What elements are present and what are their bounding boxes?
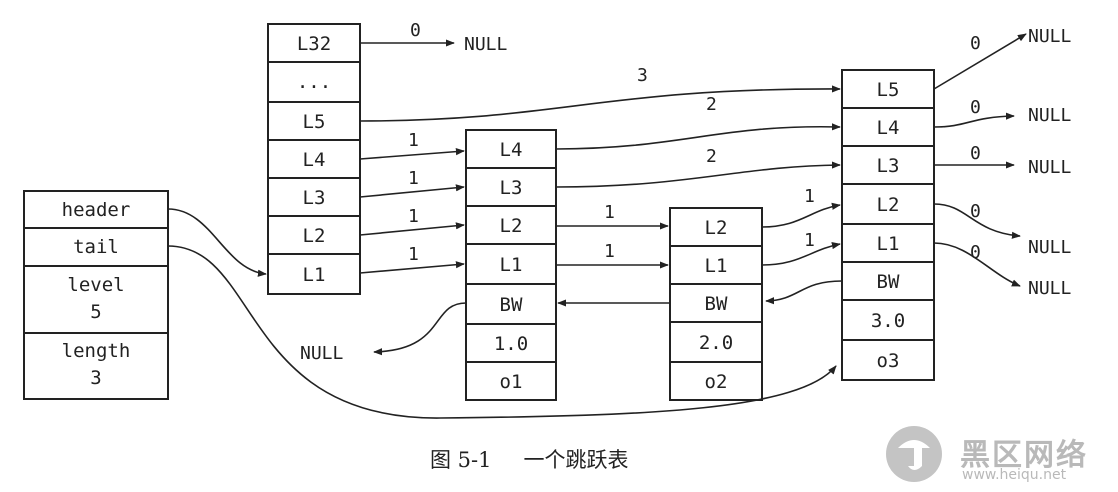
node3-level-l4: L4 (877, 117, 900, 139)
header-level-ellipsis: ... (297, 71, 331, 93)
node3-level-l3: L3 (877, 155, 900, 177)
span-label-node3-l1: 0 (970, 242, 981, 263)
watermark-url: www.heiqu.net (962, 467, 1067, 483)
header-level-l32: L32 (297, 33, 331, 55)
node1-l3-arrow (555, 161, 841, 188)
span-label-node2-l2: 1 (804, 186, 815, 207)
span-label-node3-l3: 0 (970, 143, 981, 164)
node2-level-l1: L1 (705, 255, 728, 277)
node3-backward: BW (877, 271, 900, 293)
node3-level-l1: L1 (877, 233, 900, 255)
null-label-n3-l2: NULL (1028, 237, 1072, 258)
list-level-value: 5 (90, 301, 101, 323)
list-header-field: header (62, 199, 131, 221)
list-length-field: length (62, 340, 131, 362)
span-label-node3-l4: 0 (970, 97, 981, 118)
node2-obj: o2 (705, 371, 728, 393)
null-label-n3-l5: NULL (1028, 26, 1072, 47)
list-tail-field: tail (73, 236, 119, 258)
span-label-header-l4: 1 (408, 130, 419, 151)
node3-level-l5: L5 (877, 79, 900, 101)
null-label-l32: NULL (464, 34, 508, 55)
node3-score: 3.0 (871, 310, 905, 332)
span-label-node1-l2: 1 (604, 202, 615, 223)
watermark-name: 黑区网络 (960, 438, 1088, 473)
node3-obj: o3 (877, 350, 900, 372)
node1-backward: BW (500, 294, 523, 316)
tail-pointer-arrow (167, 245, 837, 419)
header-level-l4: L4 (303, 149, 326, 171)
node1-obj: o1 (500, 371, 523, 393)
span-label-header-l1: 1 (408, 244, 419, 265)
node1-level-l3: L3 (500, 177, 523, 199)
node2-backward: BW (705, 293, 728, 315)
header-level-l2: L2 (303, 225, 326, 247)
node3-l1-null-arrow (933, 242, 1021, 287)
node2-score: 2.0 (699, 332, 733, 354)
span-label-node1-l1: 1 (604, 241, 615, 262)
span-label-header-l2: 1 (408, 206, 419, 227)
node1-level-l2: L2 (500, 215, 523, 237)
span-label-node1-l3: 2 (706, 146, 717, 167)
header-l5-arrow (359, 85, 841, 122)
span-label-node2-l1: 1 (804, 230, 815, 251)
watermark-logo-icon (886, 426, 942, 482)
null-label-n3-l3: NULL (1028, 157, 1072, 178)
span-label-node3-l5: 0 (970, 33, 981, 54)
header-pointer-arrow (167, 208, 267, 277)
span-label-node3-l2: 0 (970, 201, 981, 222)
node1-l4-arrow (555, 123, 841, 150)
header-l1-arrow (359, 261, 465, 274)
node3-backward-arrow (765, 280, 843, 305)
node2-level-l2: L2 (705, 217, 728, 239)
null-label-n3-l4: NULL (1028, 105, 1072, 126)
list-level-field: level (67, 274, 124, 296)
null-label-n3-l1: NULL (1028, 278, 1072, 299)
header-l2-arrow (359, 222, 465, 236)
figure-caption: 图 5-1 一个跳跃表 (430, 444, 629, 474)
null-label-backward: NULL (300, 343, 344, 364)
header-level-l3: L3 (303, 187, 326, 209)
span-label-l32: 0 (410, 20, 421, 41)
header-l3-arrow (359, 184, 465, 198)
list-struct (23, 190, 169, 400)
span-label-header-l3: 1 (408, 168, 419, 189)
node3-l5-null-arrow (933, 33, 1027, 90)
header-l4-arrow (359, 148, 465, 160)
node1-backward-null-arrow (373, 302, 467, 356)
node2-l1-arrow (761, 242, 841, 266)
node3-l2-null-arrow (933, 203, 1021, 239)
node3-l4-null-arrow (933, 112, 1015, 128)
list-length-value: 3 (90, 367, 101, 389)
node1-level-l1: L1 (500, 254, 523, 276)
figure-title: 一个跳跃表 (523, 448, 629, 472)
node1-score: 1.0 (494, 333, 528, 355)
span-label-node1-l4: 2 (706, 94, 717, 115)
header-level-l5: L5 (303, 111, 326, 133)
node2-l2-arrow (761, 202, 841, 228)
header-level-l1: L1 (303, 264, 326, 286)
node1-level-l4: L4 (500, 139, 523, 161)
figure-number: 图 5-1 (430, 448, 492, 472)
node3-level-l2: L2 (877, 194, 900, 216)
span-label-header-l5: 3 (637, 65, 648, 86)
